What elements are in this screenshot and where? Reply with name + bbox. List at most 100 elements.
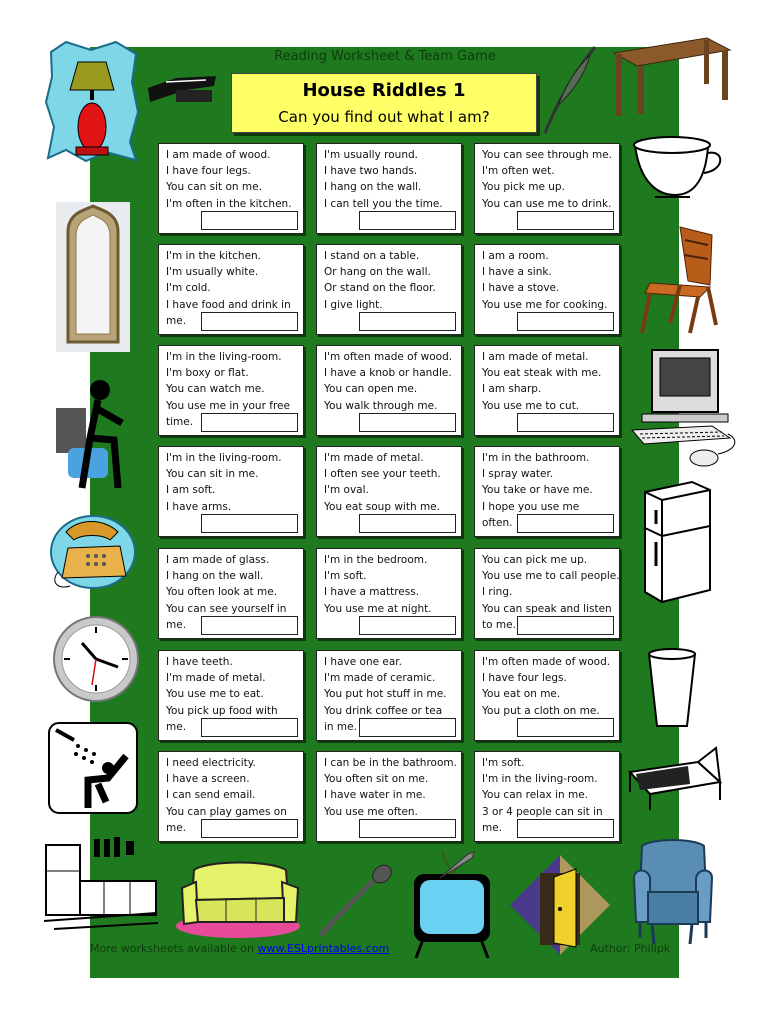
answer-box[interactable] — [359, 514, 456, 533]
answer-box[interactable] — [517, 514, 614, 533]
answer-box[interactable] — [201, 413, 298, 432]
mirror-icon — [56, 202, 130, 352]
riddle-line: You use me often. — [324, 805, 418, 818]
riddle-line: You can relax in me. — [482, 789, 589, 802]
riddle-card: I'm often made of wood.I have four legs.… — [474, 650, 620, 741]
riddle-line: You walk through me. — [324, 399, 438, 412]
riddle-line: You can see through me. — [482, 149, 612, 161]
riddle-card: I'm in the bedroom.I'm soft.I have a mat… — [316, 548, 462, 639]
answer-box[interactable] — [359, 616, 456, 635]
riddle-card: You can see through me. I'm often wet. You… — [474, 143, 620, 234]
riddle-text: I can be in the bathroom.You often sit o… — [317, 755, 461, 820]
riddle-line: I am made of glass. — [166, 554, 270, 566]
fridge-icon — [644, 480, 711, 604]
riddle-line: You use me to eat. — [166, 688, 264, 701]
riddle-text: I'm in the kitchen.I'm usually white.I'm… — [159, 248, 303, 329]
riddle-line: I need electricity. — [166, 757, 256, 769]
riddle-line: I'm made of metal. — [166, 672, 266, 685]
computer-icon — [630, 349, 736, 467]
answer-box[interactable] — [359, 312, 456, 331]
riddle-line: I am made of metal. — [482, 351, 589, 363]
answer-box[interactable] — [517, 211, 614, 230]
riddle-card: I'm usually round.I have two hands.I han… — [316, 143, 462, 234]
riddle-line: I hope you use me — [482, 500, 580, 513]
answer-box[interactable] — [359, 413, 456, 432]
answer-box[interactable] — [201, 616, 298, 635]
riddle-line: You can pick me up. — [482, 554, 588, 566]
riddle-line: You put hot stuff in me. — [324, 688, 447, 701]
table-icon — [612, 37, 732, 116]
answer-box[interactable] — [201, 312, 298, 331]
riddle-card: I am made of glass. I hang on the wall. Yo… — [158, 548, 304, 639]
riddle-card: I'm often made of wood. I have a knob or … — [316, 345, 462, 436]
riddle-line: You can speak and listen — [482, 602, 612, 615]
riddle-card: I'm in the living-room.You can sit in me… — [158, 446, 304, 537]
riddle-card: I'm made of metal.I often see your teeth… — [316, 446, 462, 537]
footer-author: Author: Philipk — [590, 942, 671, 955]
riddle-card: I'm in the living-room. I'm boxy or flat.… — [158, 345, 304, 436]
riddle-line: I'm often made of wood. — [324, 351, 453, 363]
riddle-line: I have a knob or handle. — [324, 367, 452, 380]
riddle-line: me. — [166, 618, 187, 631]
riddle-line: I'm often made of wood. — [482, 656, 611, 668]
riddle-text: I am made of glass. I hang on the wall. Yo… — [159, 552, 303, 633]
riddle-line: I am a room. — [482, 250, 549, 262]
riddle-line: I have water in me. — [324, 789, 426, 802]
chair-icon — [640, 226, 718, 334]
door-icon — [510, 855, 610, 955]
riddle-line: You pick me up. — [482, 181, 565, 194]
page-title: House Riddles 1 — [302, 80, 466, 101]
answer-box[interactable] — [517, 616, 614, 635]
riddle-text: I need electricity.I have a screen.I can… — [159, 755, 303, 836]
riddle-line: I'm in the living-room. — [166, 351, 282, 363]
armchair-icon — [632, 839, 714, 945]
footer-link[interactable]: www.ESLprintables.com — [257, 942, 390, 955]
riddle-line: I'm oval. — [324, 484, 369, 497]
riddle-line: I hang on the wall. — [166, 570, 264, 583]
answer-box[interactable] — [517, 413, 614, 432]
riddle-text: I stand on a table.Or hang on the wall.O… — [317, 248, 461, 313]
riddle-line: You use me to cut. — [482, 399, 580, 412]
answer-box[interactable] — [201, 819, 298, 838]
answer-box[interactable] — [359, 819, 456, 838]
spoon-icon — [318, 864, 392, 938]
answer-box[interactable] — [201, 718, 298, 737]
footer-prefix: More worksheets available on — [90, 942, 258, 955]
riddle-text: You can pick me up.You use me to call pe… — [475, 552, 620, 633]
answer-box[interactable] — [359, 718, 456, 737]
riddle-line: I'm often wet. — [482, 165, 555, 178]
feather-icon — [543, 46, 597, 134]
answer-box[interactable] — [517, 312, 614, 331]
riddle-line: You can play games on — [166, 805, 287, 818]
worksheet-type: Reading Worksheet & Team Game — [274, 49, 496, 64]
riddle-line: often. — [482, 516, 513, 529]
riddle-line: I'm in the bedroom. — [324, 554, 428, 566]
riddle-line: I have four legs. — [166, 165, 251, 178]
answer-box[interactable] — [517, 718, 614, 737]
riddle-line: You often look at me. — [166, 586, 278, 599]
riddle-line: me. — [166, 314, 187, 327]
answer-box[interactable] — [201, 514, 298, 533]
riddle-line: I am made of wood. — [166, 149, 271, 161]
riddle-line: in me. — [324, 720, 357, 733]
riddle-line: I can tell you the time. — [324, 197, 443, 210]
answer-box[interactable] — [201, 211, 298, 230]
riddle-line: I'm cold. — [166, 282, 211, 295]
riddle-line: I'm soft. — [482, 757, 525, 769]
riddle-text: I'm in the bedroom.I'm soft.I have a mat… — [317, 552, 461, 617]
answer-box[interactable] — [359, 211, 456, 230]
bed-icon — [627, 746, 723, 810]
riddle-line: I am soft. — [166, 484, 216, 497]
riddle-line: You use me in your free — [166, 399, 290, 412]
tv-icon — [414, 851, 490, 959]
answer-box[interactable] — [517, 819, 614, 838]
riddle-line: I'm usually white. — [166, 266, 259, 279]
riddle-card: I'm soft.I'm in the living-room.You can … — [474, 751, 620, 842]
riddle-line: I'm boxy or flat. — [166, 367, 249, 380]
riddle-line: I'm in the bathroom. — [482, 452, 590, 464]
riddle-line: You put a cloth on me. — [482, 704, 600, 717]
riddle-line: I hang on the wall. — [324, 181, 422, 194]
riddle-card: I am made of wood.I have four legs.You c… — [158, 143, 304, 234]
kitchen-icon — [43, 837, 159, 930]
riddle-line: to me. — [482, 618, 516, 631]
